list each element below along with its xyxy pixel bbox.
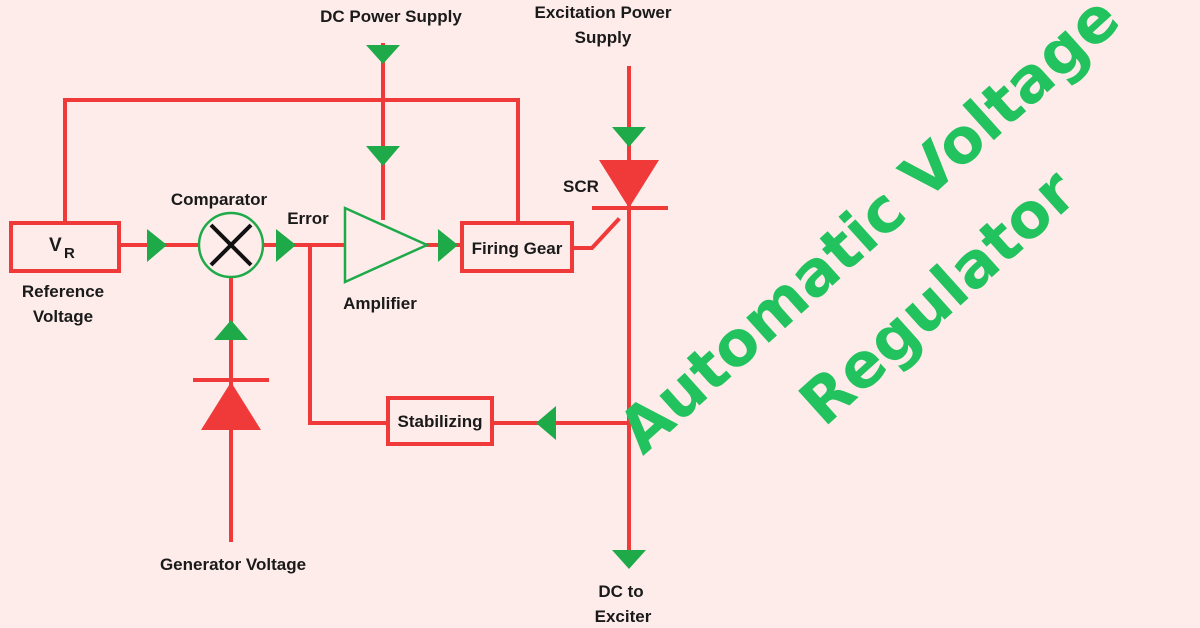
wires (63, 43, 631, 554)
stabilizing-box: Stabilizing (386, 396, 494, 446)
amplifier-label: Amplifier (343, 294, 417, 313)
vr-subscript: R (64, 245, 75, 262)
reference-label-line2: Voltage (33, 307, 93, 326)
arrow-dc-supply (366, 45, 400, 64)
arrow-generator-comparator (214, 320, 248, 340)
reference-label-line1: Reference (22, 282, 104, 301)
wire-top-loop (63, 98, 520, 225)
comparator-label: Comparator (171, 190, 268, 209)
vr-symbol: V (49, 235, 62, 256)
arrow-stabilizing-feedback (536, 406, 556, 440)
scr-thyristor (592, 160, 668, 210)
generator-voltage-label: Generator Voltage (160, 555, 306, 574)
excitation-label-line2: Supply (575, 28, 632, 47)
arrow-comparator-error (276, 229, 296, 262)
amplifier-triangle (343, 206, 431, 284)
stabilizing-label: Stabilizing (398, 412, 483, 431)
labels: DC Power Supply Excitation Power Supply … (22, 3, 672, 626)
firing-gear-box: Firing Gear (460, 221, 574, 273)
arrow-vr-comparator (147, 229, 167, 262)
arrows (147, 45, 646, 569)
wire-stabilizing-error (308, 243, 390, 425)
dc-exciter-label-line1: DC to (598, 582, 643, 601)
arrow-dc-amplifier (366, 146, 400, 166)
generator-diode (193, 378, 269, 430)
arrow-dc-exciter (612, 550, 646, 569)
wire-firing-scr (570, 217, 621, 250)
comparator-symbol (197, 211, 265, 279)
firing-gear-label: Firing Gear (472, 239, 563, 258)
excitation-label-line1: Excitation Power (535, 3, 672, 22)
error-label: Error (287, 209, 329, 228)
dc-power-supply-label: DC Power Supply (320, 7, 462, 26)
arrow-amplifier-firing (438, 229, 458, 262)
scr-label: SCR (563, 177, 599, 196)
reference-voltage-box: V R (9, 221, 121, 273)
arrow-excitation (612, 127, 646, 147)
dc-exciter-label-line2: Exciter (595, 607, 652, 626)
diagram-title: Automatic Voltage Regulator (604, 0, 1133, 467)
